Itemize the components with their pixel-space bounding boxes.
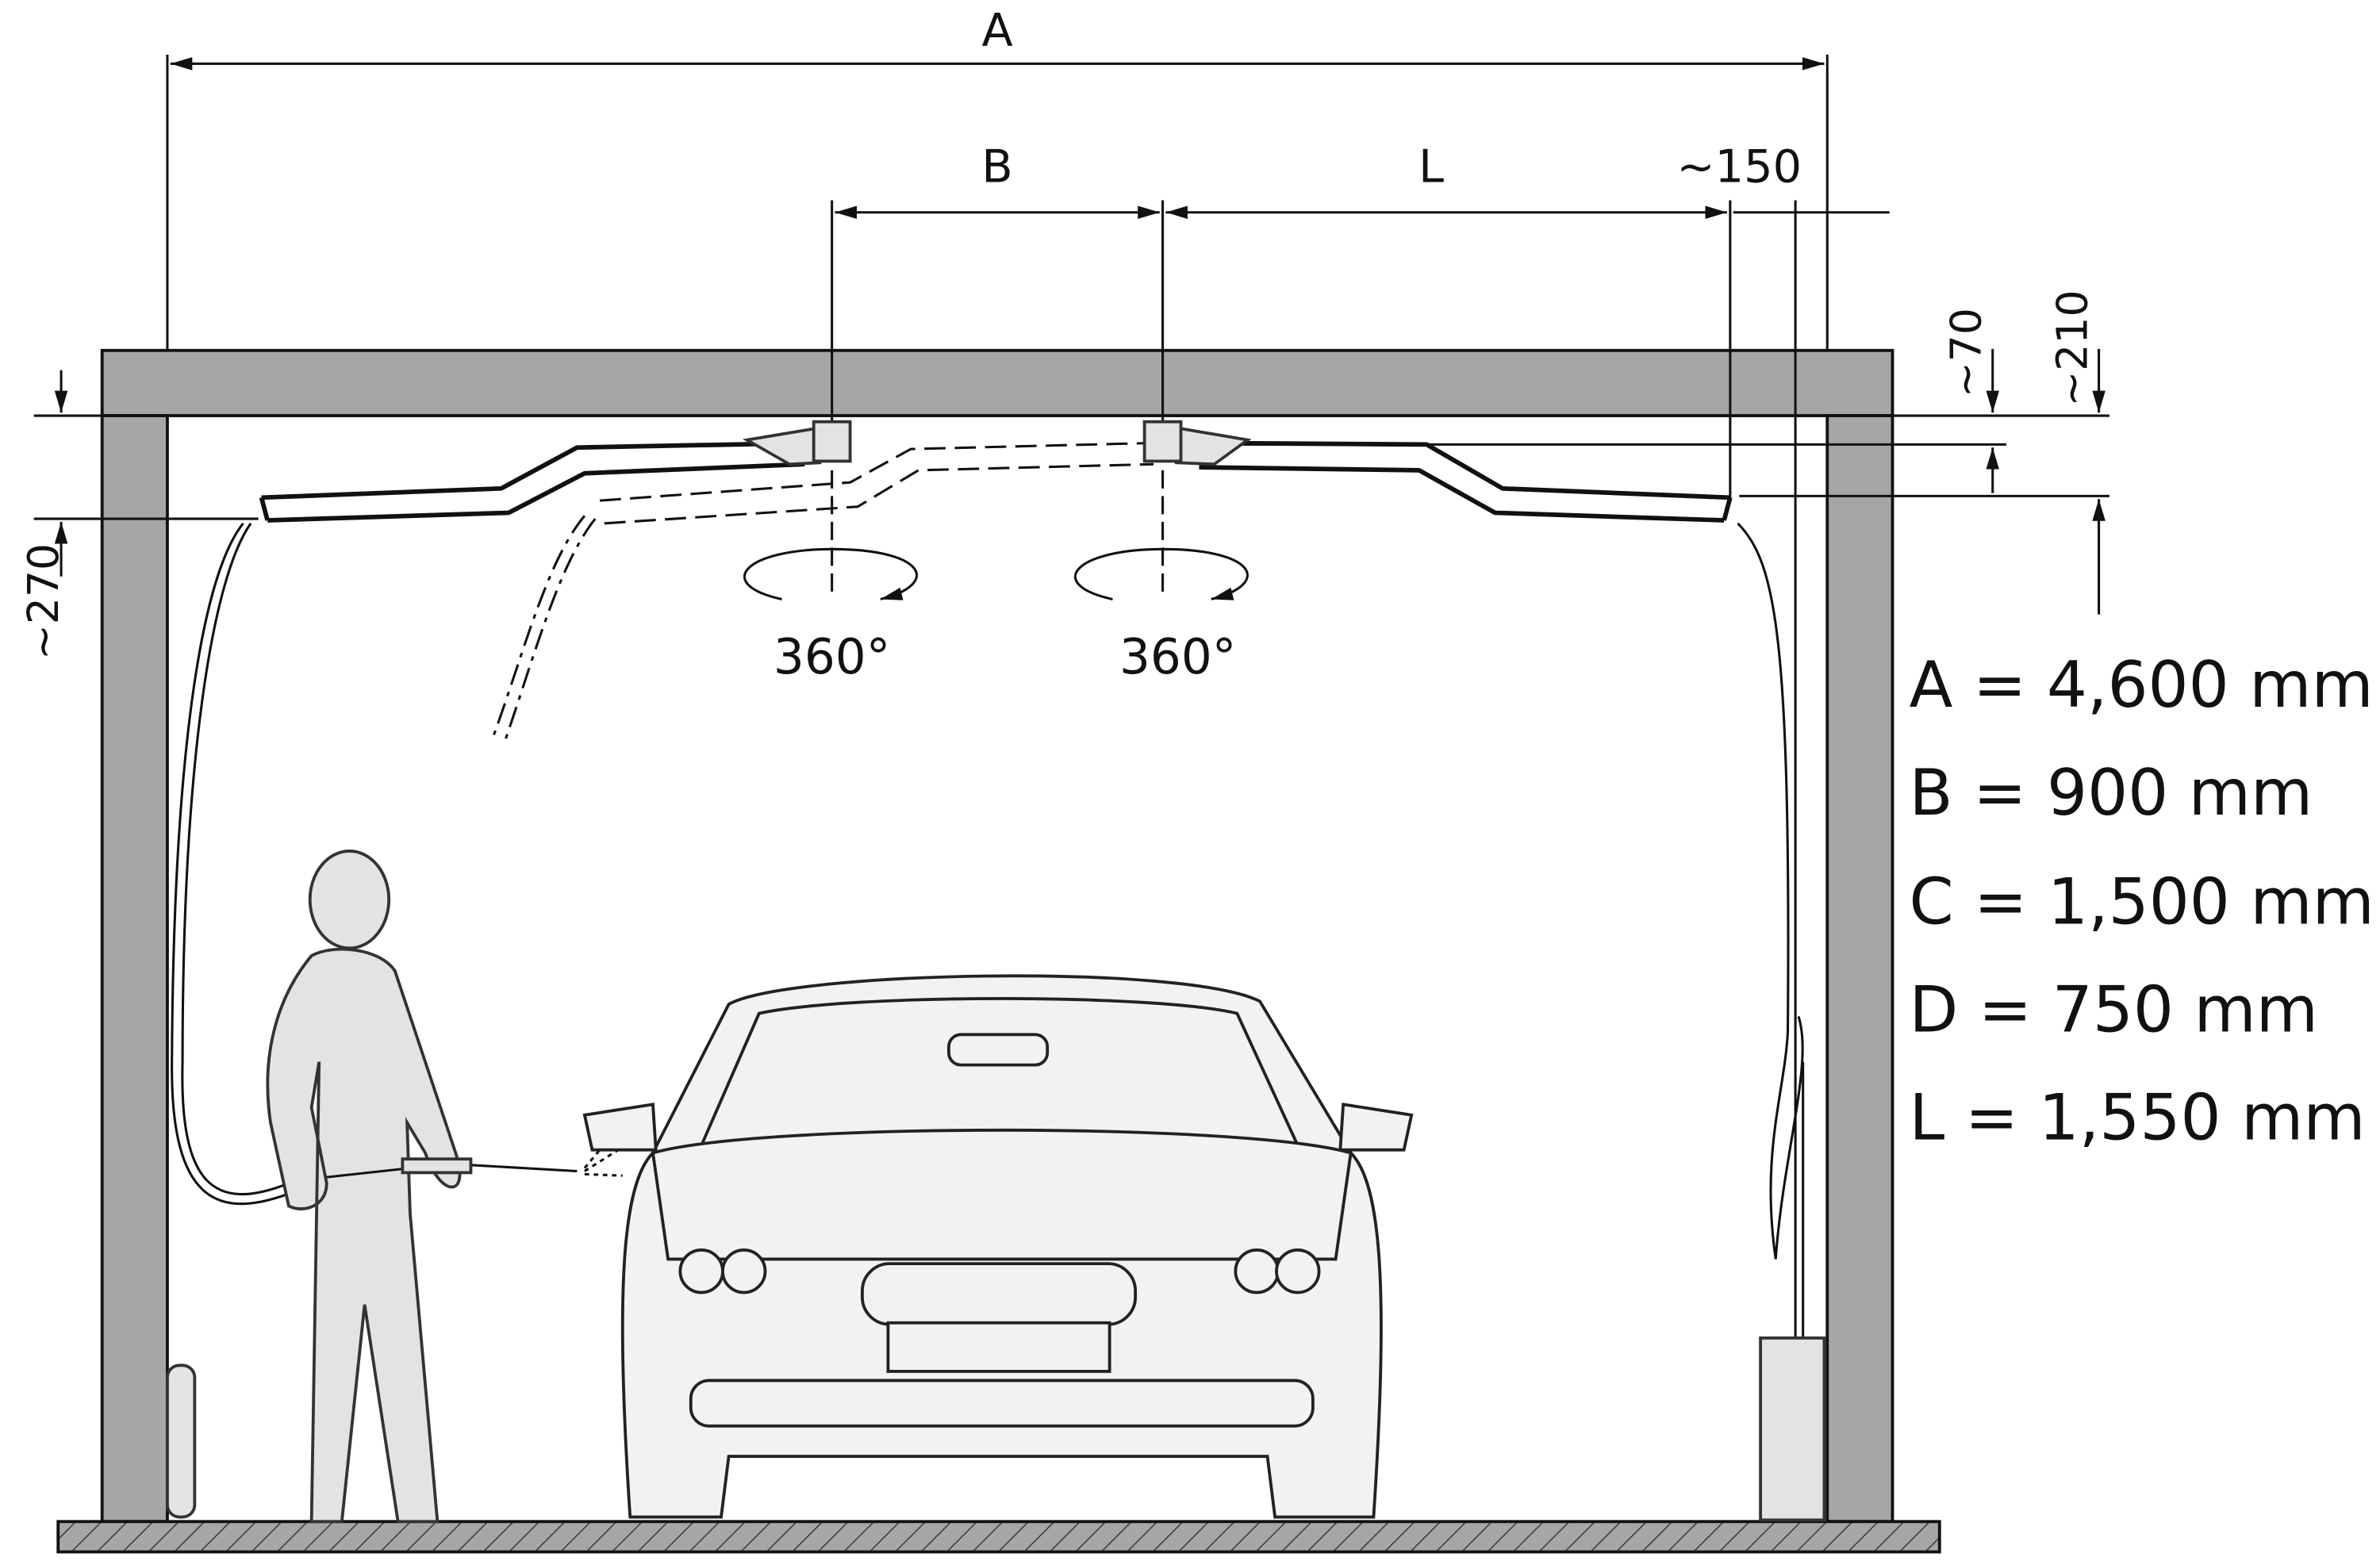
legend-item-b: B = 900 mm [1910, 755, 2313, 830]
dimension-a: A [166, 3, 1829, 351]
dimension-label-70: ~70 [1940, 308, 1990, 397]
boom-right [1142, 420, 1826, 1522]
boom-left [171, 420, 1154, 1206]
car-figure [582, 974, 1414, 1519]
dimension-vertical-right: ~70 ~210 [1199, 290, 2109, 615]
dimension-b-l: B L ~150 [831, 140, 1890, 1517]
dimension-label-a: A [981, 3, 1012, 56]
rotation-label-left: 360° [774, 629, 890, 685]
legend-item-d: D = 750 mm [1910, 972, 2318, 1047]
dimension-legend: A = 4,600 mm B = 900 mm C = 1,500 mm D =… [1910, 647, 2374, 1154]
left-wall [100, 414, 169, 1524]
swivel-joint-left [812, 420, 852, 463]
dimension-label-210: ~210 [2047, 290, 2097, 406]
post [166, 1363, 197, 1519]
dimension-label-150: ~150 [1677, 140, 1802, 194]
lance-holder [1759, 1336, 1826, 1522]
rotation-left: 360° [743, 470, 918, 685]
rotation-right: 360° [1073, 470, 1249, 685]
dimension-label-l: L [1418, 140, 1444, 194]
person-figure [166, 850, 627, 1524]
legend-item-c: C = 1,500 mm [1910, 865, 2374, 939]
dimension-vertical-left: ~270 [18, 370, 827, 660]
legend-item-l: L = 1,550 mm [1910, 1080, 2366, 1154]
floor [56, 1520, 1941, 1554]
right-wall [1825, 414, 1894, 1524]
legend-item-a: A = 4,600 mm [1910, 647, 2374, 722]
swivel-joint-right [1142, 420, 1183, 463]
rotation-label-right: 360° [1119, 629, 1236, 685]
dimension-label-270: ~270 [18, 543, 68, 660]
ceiling-beam [100, 348, 1894, 417]
dimension-label-b: B [981, 140, 1012, 194]
